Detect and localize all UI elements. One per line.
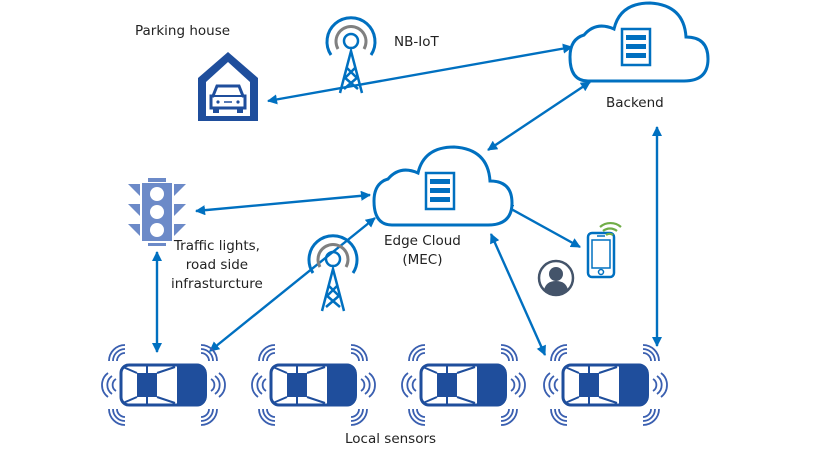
nbiot-label: NB-IoT	[394, 34, 439, 50]
backend-cloud-icon	[568, 1, 710, 83]
garage-icon	[198, 52, 258, 121]
traffic-light-icon	[128, 178, 186, 246]
traffic-lights-label: Traffic lights, road side infrasturcture	[171, 237, 263, 294]
arrow-edge-traffic	[194, 190, 372, 216]
traffic-lights-label-line2: road side	[185, 257, 249, 273]
smartphone-icon	[586, 222, 622, 279]
edge-cloud-label-line1: Edge Cloud	[384, 233, 461, 249]
vehicle-1-icon	[100, 343, 227, 427]
edge-cloud-icon	[372, 145, 514, 227]
wifi-icon	[599, 222, 622, 236]
local-sensors-label: Local sensors	[345, 431, 437, 447]
arrow-edge-backend	[487, 81, 591, 151]
vehicle-2-icon	[250, 343, 377, 427]
arrow-edge-vehicle4	[489, 233, 547, 356]
user-avatar-icon	[537, 259, 575, 297]
arrow-parking-backend	[267, 43, 573, 105]
backend-label: Backend	[606, 95, 664, 111]
nbiot-tower-icon	[325, 16, 377, 95]
traffic-lights-label-line3: infrasturcture	[171, 276, 263, 292]
edge-cloud-label-line2: (MEC)	[402, 252, 443, 268]
arrow-edge-phone	[503, 203, 581, 249]
edge-cloud-label: Edge Cloud (MEC)	[384, 232, 461, 270]
traffic-lights-label-line1: Traffic lights,	[173, 238, 260, 254]
vehicle-3-icon	[400, 343, 527, 427]
roadside-tower-icon	[307, 234, 359, 313]
vehicle-4-icon	[542, 343, 669, 427]
parking-house-label: Parking house	[135, 23, 231, 39]
